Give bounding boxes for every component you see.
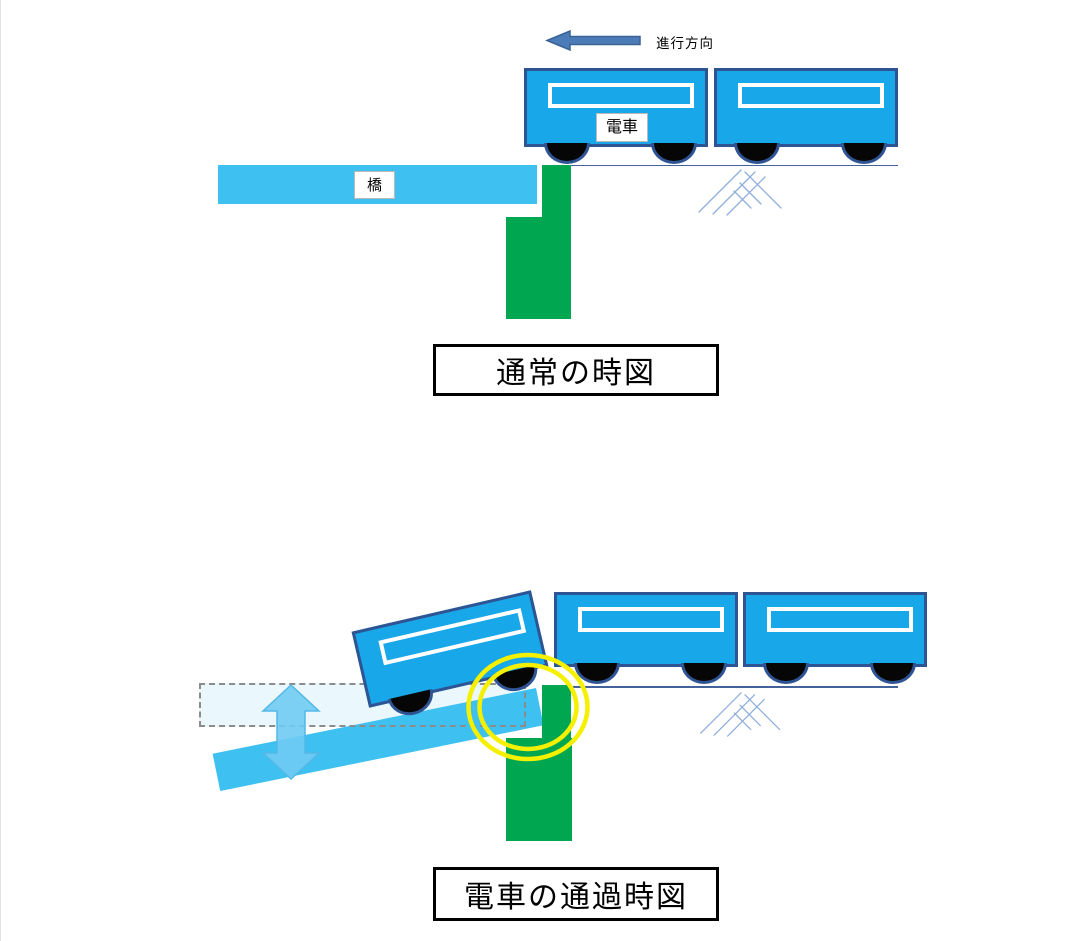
train-wheel-icon bbox=[681, 663, 727, 684]
train-wheel-icon bbox=[651, 143, 697, 164]
ground-line bbox=[573, 686, 898, 688]
direction-label: 進行方向 bbox=[656, 36, 714, 51]
bottom-caption: 電車の通過時図 bbox=[433, 867, 719, 921]
pillar-lower bbox=[506, 738, 572, 841]
train-window bbox=[548, 83, 694, 108]
train-window bbox=[738, 83, 884, 108]
train-wheel-icon bbox=[763, 663, 809, 684]
direction-left-arrow-icon bbox=[545, 29, 641, 52]
bottom-caption-text: 電車の通過時図 bbox=[464, 881, 688, 914]
top-caption-text: 通常の時図 bbox=[496, 357, 656, 390]
train-label-text: 電車 bbox=[605, 118, 638, 136]
bridge-label-text: 橋 bbox=[366, 176, 382, 194]
train-wheel-icon bbox=[734, 143, 780, 164]
ground-hatch-icon bbox=[700, 692, 781, 737]
train-wheel-icon bbox=[544, 143, 590, 164]
train-wheel-icon bbox=[841, 143, 887, 164]
ground-line bbox=[571, 164, 898, 166]
pillar-upper bbox=[542, 685, 571, 738]
ground-hatch-icon bbox=[698, 169, 782, 216]
train-car-2 bbox=[554, 592, 738, 684]
train-window bbox=[767, 607, 913, 632]
up-down-arrow-icon bbox=[261, 683, 321, 781]
ghost-bridge-outline bbox=[199, 683, 526, 727]
train-wheel-icon bbox=[870, 663, 916, 684]
pillar-upper bbox=[542, 165, 571, 217]
highlight-rings-icon bbox=[466, 652, 590, 762]
top-caption: 通常の時図 bbox=[433, 344, 719, 396]
train-car-3 bbox=[743, 592, 927, 684]
train-car-1: 電車 bbox=[524, 68, 708, 164]
bridge-label: 橋 bbox=[354, 171, 395, 199]
train-window bbox=[578, 607, 724, 632]
pillar-lower bbox=[506, 217, 571, 319]
train-label: 電車 bbox=[596, 113, 648, 142]
train-car-2 bbox=[714, 68, 898, 164]
